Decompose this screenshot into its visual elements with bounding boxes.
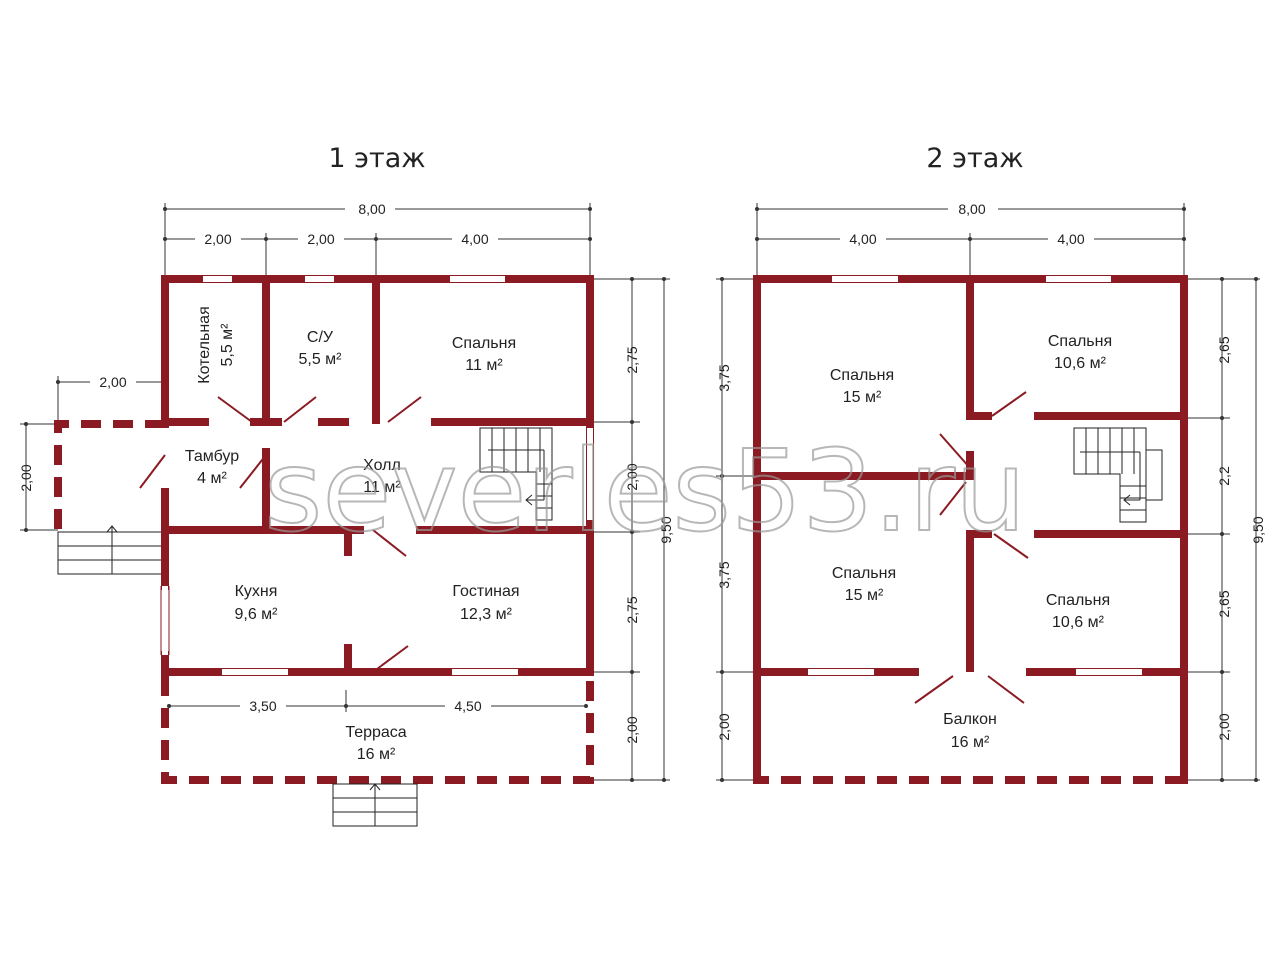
f1-dim-top-c: 4,00 <box>461 231 488 247</box>
f1-dim-right-1: 2,75 <box>624 346 640 373</box>
room-area-hall: 11 м² <box>363 479 401 496</box>
room-area-terrace: 16 м² <box>357 746 396 763</box>
f2-room-area-bedroom-2: 10,6 м² <box>1054 355 1107 372</box>
floor-2-stairs <box>1073 427 1163 523</box>
f1-dim-right-2: 2,00 <box>624 463 640 490</box>
f1-dim-bottom-b: 4,50 <box>454 698 481 714</box>
f1-dim-top-a: 2,00 <box>204 231 231 247</box>
floor-1-terrace-steps <box>332 783 418 827</box>
f1-dim-right-3: 2,75 <box>624 596 640 623</box>
floor-2-left-dimensions: 3,75 3,75 2,00 <box>716 277 757 782</box>
f1-dim-porch-depth: 2,00 <box>18 464 34 491</box>
f2-room-area-bedroom-1: 15 м² <box>843 389 882 406</box>
floor-1-porch <box>54 420 165 575</box>
floor-2-doors <box>914 391 1029 704</box>
f1-dim-top-b: 2,00 <box>307 231 334 247</box>
f2-dim-top-b: 4,00 <box>1057 231 1084 247</box>
room-area-bathroom: 5,5 м² <box>298 351 342 368</box>
f2-room-area-bedroom-3: 15 м² <box>845 587 884 604</box>
f1-dim-right-4: 2,00 <box>624 716 640 743</box>
floor-1-right-dimensions: 2,75 2,00 2,75 2,00 9,50 <box>592 277 674 782</box>
floor-1-room-labels: Котельная 5,5 м² С/У 5,5 м² Спальня 11 м… <box>185 306 520 763</box>
room-name-vestibule: Тамбур <box>185 448 239 465</box>
room-name-kitchen: Кухня <box>235 583 278 600</box>
room-name-bathroom: С/У <box>307 329 334 346</box>
f2-dim-right-3: 2,65 <box>1216 590 1232 617</box>
f2-room-name-balcony: Балкон <box>943 711 997 728</box>
floor-1-walls <box>160 275 594 784</box>
floor-2-right-dimensions: 2,65 2,2 2,65 2,00 9,50 <box>1186 277 1266 782</box>
room-area-living-room: 12,3 м² <box>460 606 513 623</box>
f2-dim-top-a: 4,00 <box>849 231 876 247</box>
room-name-living-room: Гостиная <box>452 583 519 600</box>
f1-dim-bottom-a: 3,50 <box>249 698 276 714</box>
f2-room-name-bedroom-4: Спальня <box>1046 592 1110 609</box>
floor-2-plan: 8,00 4,00 4,00 3,75 3,75 2,00 <box>716 200 1266 784</box>
room-area-kitchen: 9,6 м² <box>234 606 278 623</box>
room-name-hall: Холл <box>363 457 401 474</box>
floor-2-walls <box>753 275 1188 784</box>
f2-room-area-bedroom-4: 10,6 м² <box>1052 614 1105 631</box>
f2-dim-total-width: 8,00 <box>958 201 985 217</box>
floor-2-room-labels: Спальня 15 м² Спальня 10,6 м² Спальня 15… <box>830 333 1112 751</box>
f2-dim-left-2: 3,75 <box>716 561 732 588</box>
f2-room-area-balcony: 16 м² <box>951 734 990 751</box>
f1-dim-porch-width: 2,00 <box>99 374 126 390</box>
f1-dim-total-width: 8,00 <box>358 201 385 217</box>
floor-2-top-dimensions: 8,00 4,00 4,00 <box>755 200 1186 275</box>
f2-dim-left-1: 3,75 <box>716 364 732 391</box>
f2-room-name-bedroom-3: Спальня <box>832 565 896 582</box>
floor-1-bottom-dimensions: 3,50 4,50 <box>167 690 588 715</box>
floor-1-doors <box>139 396 422 673</box>
f2-dim-right-2: 2,2 <box>1216 466 1232 486</box>
f2-room-name-bedroom-1: Спальня <box>830 367 894 384</box>
floor-1-porch-dimensions: 2,00 2,00 <box>18 373 167 532</box>
watermark: severles53.ru <box>264 427 1026 557</box>
f2-dim-right-4: 2,00 <box>1216 713 1232 740</box>
room-name-boiler: Котельная <box>196 306 213 383</box>
floor-1-plan: 8,00 2,00 2,00 4,00 2,00 2,00 <box>18 200 674 827</box>
room-area-vestibule: 4 м² <box>197 470 227 487</box>
room-name-bedroom: Спальня <box>452 335 516 352</box>
floor-1-top-dimensions: 8,00 2,00 2,00 4,00 <box>163 200 592 275</box>
room-area-bedroom: 11 м² <box>465 357 503 374</box>
room-name-terrace: Терраса <box>345 724 406 741</box>
f1-dim-total-height: 9,50 <box>658 516 674 543</box>
floor-1-stairs <box>479 427 553 521</box>
floor-1-title: 1 этаж <box>328 143 425 174</box>
f2-dim-total-height: 9,50 <box>1250 516 1266 543</box>
f2-room-name-bedroom-2: Спальня <box>1048 333 1112 350</box>
f2-dim-left-3: 2,00 <box>716 713 732 740</box>
room-area-boiler: 5,5 м² <box>219 323 236 367</box>
f2-dim-right-1: 2,65 <box>1216 336 1232 363</box>
floor-2-title: 2 этаж <box>926 143 1023 174</box>
